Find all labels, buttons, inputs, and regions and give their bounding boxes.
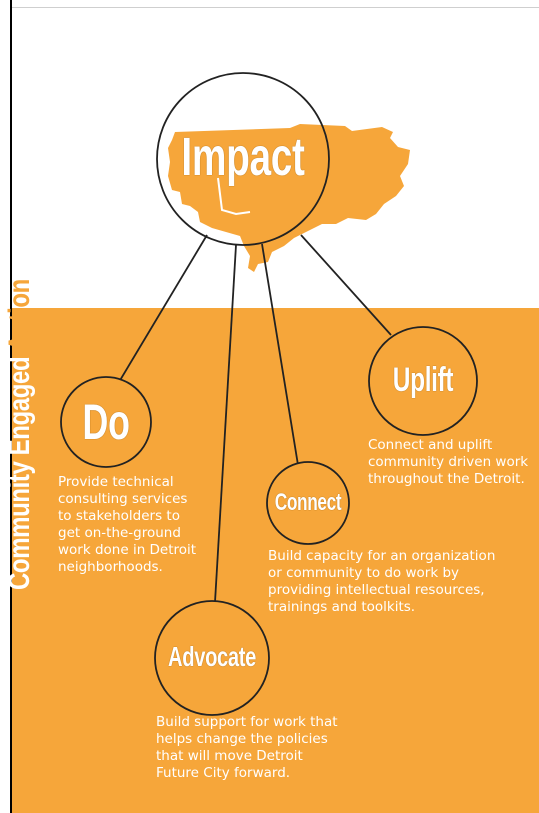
advocate-description-line: Build support for work that [156, 714, 338, 730]
do-circle [60, 376, 152, 468]
do-description-line: consulting services [58, 491, 188, 507]
map-inner-line [217, 177, 251, 216]
connect-description-line: or community to do work by [268, 565, 460, 581]
do-description-line: Provide technical [58, 474, 174, 490]
do-description-line: work done in Detroit [58, 542, 197, 558]
connect-description: Build capacity for an organization or co… [268, 548, 538, 616]
uplift-description-line: Connect and uplift [368, 437, 493, 453]
impact-title: Impact [181, 127, 305, 187]
connect-title: Connect [274, 489, 342, 516]
connector-impact-advocate [214, 244, 237, 603]
detroit-map-shape [168, 124, 410, 272]
uplift-description-line: community driven work [368, 454, 529, 470]
connect-description-line: Build capacity for an organization [268, 548, 496, 564]
do-description-line: neighborhoods. [58, 559, 163, 575]
do-title: Do [82, 394, 130, 450]
impact-circle [156, 72, 330, 246]
connector-impact-uplift [300, 234, 392, 336]
do-description: Provide technical consulting services to… [58, 474, 238, 576]
uplift-description-line: throughout the Detroit. [368, 471, 525, 487]
uplift-circle [368, 326, 478, 436]
side-title-part1: Community Engaged [3, 351, 36, 590]
connect-circle [266, 461, 350, 545]
advocate-description-line: that will move Detroit [156, 748, 303, 764]
side-title: Community Engaged Action [3, 279, 37, 590]
connect-description-line: providing intellectual resources, [268, 582, 485, 598]
advocate-description-line: helps change the policies [156, 731, 328, 747]
connector-impact-connect [261, 243, 299, 466]
advocate-title: Advocate [168, 641, 256, 672]
advocate-description: Build support for work that helps change… [156, 714, 386, 782]
side-title-part2: Action [3, 279, 36, 352]
uplift-description: Connect and uplift community driven work… [368, 437, 538, 488]
do-description-line: to stakeholders to [58, 508, 180, 524]
advocate-circle [154, 600, 270, 716]
connect-description-line: trainings and toolkits. [268, 599, 416, 615]
uplift-title: Uplift [392, 361, 454, 399]
page-top-border [12, 7, 539, 8]
page-left-border [10, 0, 12, 813]
do-description-line: get on-the-ground [58, 525, 181, 541]
connector-impact-do [112, 234, 208, 393]
advocate-description-line: Future City forward. [156, 765, 291, 781]
